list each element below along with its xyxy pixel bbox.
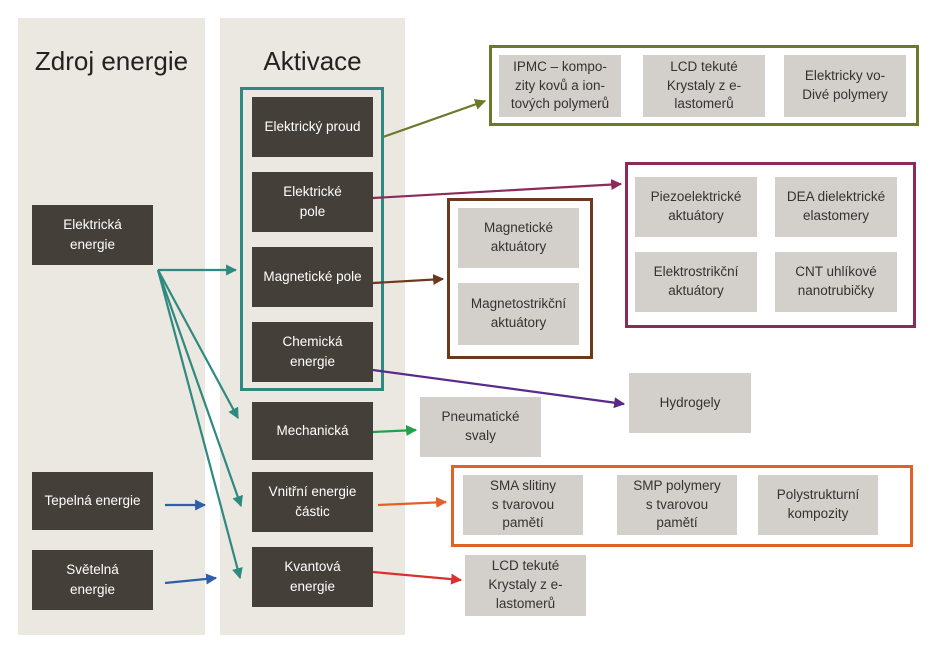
arrow-light-source — [164, 573, 218, 585]
arrow-current — [382, 99, 487, 139]
actuator-polystructural: Polystrukturní kompozity — [758, 475, 878, 535]
actuator-sma: SMA slitiny s tvarovou pamětí — [463, 475, 583, 535]
actuator-smp: SMP polymery s tvarovou pamětí — [617, 475, 737, 535]
source-column-title: Zdroj energie — [34, 46, 189, 76]
actuator-cnt: CNT uhlíkové nanotrubičky — [775, 252, 897, 312]
actuator-magnetostrictive: Magnetostrikční aktuátory — [458, 283, 579, 345]
activation-internal-energy: Vnitřní energie částic — [252, 472, 373, 532]
arrow-quantum — [372, 570, 463, 585]
actuator-pneumatic: Pneumatické svaly — [420, 397, 541, 457]
arrow-magnetic — [372, 274, 445, 286]
activation-chemical: Chemická energie — [252, 322, 373, 382]
arrow-electrical-mechanical — [157, 269, 239, 419]
actuator-conductive-polymers: Elektricky vo- Divé polymery — [784, 55, 906, 117]
activation-current: Elektrický proud — [252, 97, 373, 157]
magnetic-actuators-group — [447, 198, 593, 359]
arrow-chemical — [372, 368, 626, 409]
actuator-magnetic: Magnetické aktuátory — [458, 208, 579, 268]
actuator-dea: DEA dielektrické elastomery — [775, 177, 897, 237]
field-actuators-group — [625, 162, 916, 328]
activation-magnetic: Magnetické pole — [252, 247, 373, 307]
arrow-electrical-quantum — [156, 269, 243, 580]
arrow-field — [372, 179, 623, 200]
activation-column-title: Aktivace — [263, 46, 362, 76]
arrow-mechanical — [372, 424, 418, 436]
activation-quantum: Kvantová energie — [252, 547, 373, 607]
source-light: Světelná energie — [32, 550, 153, 610]
actuator-lcd-quantum: LCD tekuté Krystaly z e- lastomerů — [465, 555, 586, 616]
source-thermal: Tepelná energie — [32, 472, 153, 530]
actuator-ipmc: IPMC – kompo- zity kovů a ion- tových po… — [499, 55, 621, 117]
current-actuators-group — [489, 45, 919, 126]
electrical-activation-group — [240, 87, 384, 391]
actuator-hydrogels: Hydrogely — [629, 373, 751, 433]
activation-mechanical: Mechanická — [252, 402, 373, 460]
arrow-thermal — [377, 496, 448, 508]
arrow-electrical-internal — [156, 269, 243, 508]
actuator-piezo: Piezoelektrické aktuátory — [635, 177, 757, 237]
activation-field: Elektrické pole — [252, 172, 373, 232]
source-electrical: Elektrická energie — [32, 205, 153, 265]
actuator-electrostrictive: Elektrostrikční aktuátory — [635, 252, 757, 312]
actuator-lcd: LCD tekuté Krystaly z e- lastomerů — [643, 55, 765, 117]
thermal-actuators-group — [451, 465, 913, 547]
